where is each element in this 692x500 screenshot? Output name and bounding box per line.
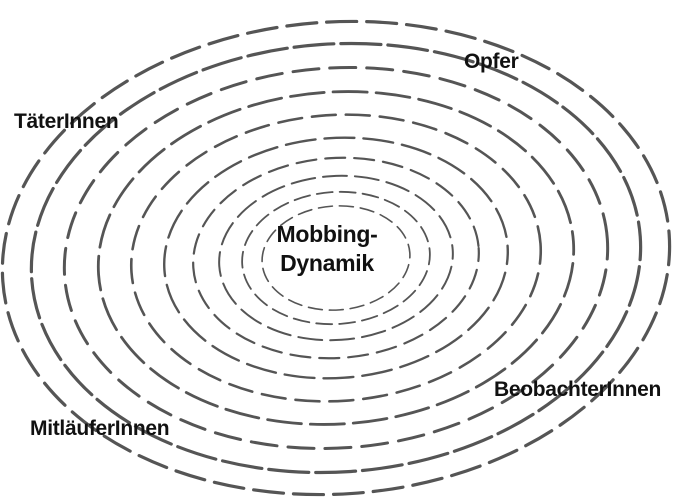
center-label: Mobbing- Dynamik <box>247 220 407 278</box>
role-label-mitlaeufer: MitläuferInnen <box>30 417 169 441</box>
role-label-beobachter: BeobachterInnen <box>494 378 661 402</box>
role-label-taeter: TäterInnen <box>14 110 118 134</box>
role-label-opfer: Opfer <box>464 50 519 74</box>
center-label-line-2: Dynamik <box>247 249 407 278</box>
center-label-line-1: Mobbing- <box>247 220 407 249</box>
